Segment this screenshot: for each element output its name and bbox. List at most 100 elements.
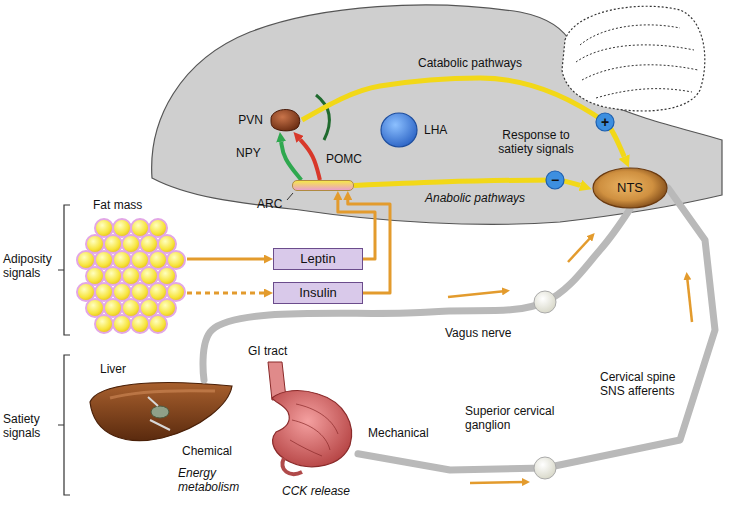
fat-cell [104, 299, 122, 317]
fat-cell [86, 235, 104, 253]
fat-cell [131, 251, 149, 269]
nucleus-shape: PVN [268, 108, 302, 132]
nucleus-label: PVN [238, 113, 263, 127]
signal-direction-arrow [448, 291, 506, 297]
sign-circle-fill [596, 113, 614, 131]
group-bracket [58, 355, 70, 495]
sign-symbol: − [551, 173, 559, 187]
nucleus-shape-fill [593, 168, 667, 208]
cerebellum-outline [562, 6, 705, 111]
fat-cell [95, 251, 113, 269]
nucleus-arc-line [316, 95, 329, 140]
fat-cell [140, 235, 158, 253]
fat-cell [77, 283, 95, 301]
neuropeptide-label: POMC [326, 152, 362, 166]
fat-cell [149, 283, 167, 301]
nerve-path [358, 188, 715, 470]
gallbladder [151, 406, 169, 418]
tissue-label: Fat mass [93, 198, 142, 212]
fat-cell [158, 267, 176, 285]
duodenum [282, 458, 302, 474]
neuropeptide-arrow [300, 139, 320, 180]
fat-cell [104, 235, 122, 253]
ganglion-label: Superior cervical ganglion [465, 404, 565, 433]
organ-label: GI tract [248, 344, 287, 358]
stomach-illustration [268, 362, 352, 474]
fat-cell [167, 251, 185, 269]
fat-cell [122, 235, 140, 253]
signal-direction-arrow [687, 276, 692, 322]
nucleus-label: LHA [424, 123, 447, 137]
sign-symbol: + [601, 115, 609, 129]
fat-cell [167, 283, 185, 301]
signal-type-label: Mechanical [368, 426, 429, 440]
signal-type-label: Chemical [182, 444, 232, 458]
fat-cluster: Fat mass [75, 218, 187, 340]
leader-line [287, 193, 293, 200]
nucleus-shape-fill [271, 109, 300, 130]
fat-cell [122, 299, 140, 317]
brain-outline [152, 5, 722, 224]
organ-label: Liver [100, 362, 126, 376]
nucleus-shape-fill [381, 113, 417, 147]
liver-vessel [148, 397, 170, 430]
pathway-arrow [302, 78, 624, 157]
cerebellum [562, 6, 705, 111]
group-bracket [58, 205, 70, 335]
process-label: CCK release [282, 484, 350, 498]
signal-name: Insulin [299, 285, 337, 301]
organ-area: GI tract [248, 362, 358, 470]
fat-cell [140, 267, 158, 285]
fat-cell [140, 299, 158, 317]
fat-cell [113, 251, 131, 269]
nerve-label: Vagus nerve [445, 326, 512, 340]
fat-cell [77, 251, 95, 269]
liver-illustration [90, 383, 232, 441]
nucleus-shape: NTS [592, 167, 668, 209]
signal-box: Insulin [273, 282, 363, 304]
fat-cell [86, 267, 104, 285]
stomach [272, 391, 352, 467]
stomach-rugae [290, 404, 338, 456]
nucleus-shape-outline [380, 112, 418, 148]
ganglion [534, 457, 556, 479]
fat-cell [95, 283, 113, 301]
neuropeptide-label: NPY [236, 146, 261, 160]
fat-cell [158, 299, 176, 317]
pathway-label: Catabolic pathways [418, 56, 522, 70]
sign-circle: − [545, 170, 565, 190]
liver-highlight [110, 391, 215, 398]
fat-cell [131, 315, 149, 333]
group-label: Adiposity signals [3, 252, 52, 281]
nucleus-label: NTS [617, 180, 643, 196]
nucleus-label: ARC [257, 197, 282, 211]
nerve-path [203, 209, 630, 380]
signal-direction-arrow [568, 236, 592, 262]
signal-name: Leptin [300, 251, 335, 267]
fat-cells [77, 219, 185, 333]
neuropeptide-arrow [281, 142, 301, 180]
annotation: Response to satiety signals [490, 128, 582, 157]
fat-cell [131, 219, 149, 237]
nucleus-band: ARC [292, 180, 354, 191]
fat-cell [113, 219, 131, 237]
fat-cell [86, 299, 104, 317]
fat-cell [149, 315, 167, 333]
pathway-label: Anabolic pathways [425, 191, 525, 205]
nucleus-shape-outline [268, 108, 302, 132]
ganglion [534, 291, 556, 313]
fat-cell [158, 235, 176, 253]
signal-arrow [348, 200, 390, 293]
fat-cell [113, 315, 131, 333]
signal-arrow [187, 258, 264, 261]
liver-lobe [90, 383, 232, 441]
fat-cell [95, 315, 113, 333]
nucleus-shape: LHA [380, 112, 418, 148]
group-label: Satiety signals [3, 412, 40, 441]
signal-arrow [187, 292, 264, 295]
fat-cell [113, 283, 131, 301]
process-label: Energy metabolism [178, 466, 239, 495]
fat-cell [95, 219, 113, 237]
